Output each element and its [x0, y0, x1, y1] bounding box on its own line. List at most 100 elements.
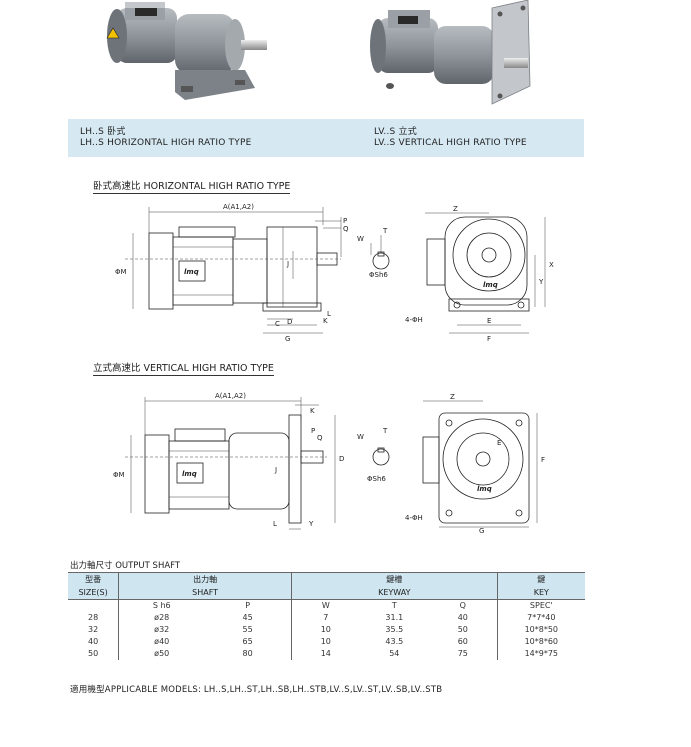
table-row: 40 ø40 65 10 43.5 60 10*8*60 [68, 636, 585, 648]
cell-t: 35.5 [385, 625, 404, 634]
dim-label-c: C [275, 320, 280, 328]
cell-p: 80 [242, 649, 253, 658]
header-key-cn: 鍵 [496, 572, 585, 586]
cell-t: 43.5 [385, 637, 404, 646]
dim-label-4-phi-h: 4-ΦH [405, 316, 423, 324]
dim-label-phi-m-v: ΦM [113, 471, 125, 479]
dim-label-j-v: J [274, 466, 277, 474]
caption-vertical-line1: LV..S 立式 [374, 127, 417, 137]
dim-label-p: P [343, 217, 347, 225]
dim-label-x: X [549, 261, 554, 269]
dim-label-e: E [487, 317, 491, 325]
dim-label-y: Y [538, 278, 544, 286]
dim-label-phi-sh6: ΦSh6 [369, 271, 388, 279]
header-key-en: KEY [496, 586, 585, 600]
vertical-front-view: Z lmq E F 4-ΦH G [405, 393, 545, 535]
header-shaft-cn: 出力軸 [118, 572, 292, 586]
logo-lmq-side: lmq [184, 268, 199, 276]
dim-label-a: A(A1,A2) [223, 203, 254, 211]
vertical-motor-photo [370, 0, 531, 105]
cell-p: 65 [242, 637, 253, 646]
cell-sh6: ø28 [118, 612, 205, 624]
cell-size: 28 [87, 613, 99, 622]
cell-q: 75 [457, 649, 468, 658]
vertical-side-view: A(A1,A2) K P Q lmq J D ΦM L Y [113, 392, 344, 530]
cell-spec: 10*8*60 [496, 636, 585, 648]
caption-horizontal-line2: LH..S HORIZONTAL HIGH RATIO TYPE [80, 138, 252, 148]
output-shaft-table: 型番 出力軸 鍵槽 鍵 SIZE(S) SHAFT KEYWAY KEY S h… [68, 572, 585, 660]
cell-spec: 7*7*40 [496, 612, 585, 624]
dim-label-q-v: Q [317, 434, 323, 442]
dim-label-f-v: F [541, 456, 545, 464]
vertical-shaft-section: W T ΦSh6 [357, 427, 390, 483]
cell-spec: 14*9*75 [496, 648, 585, 660]
cell-q: 60 [457, 637, 468, 646]
cell-p: 45 [242, 613, 253, 622]
cell-w: 14 [290, 648, 360, 660]
caption-vertical-line2: LV..S VERTICAL HIGH RATIO TYPE [374, 138, 527, 148]
cell-q: 50 [457, 625, 468, 634]
cell-q: 40 [457, 613, 468, 622]
dim-label-z: Z [453, 205, 458, 213]
col-w: W [290, 599, 360, 612]
dim-label-y-v: Y [308, 520, 314, 528]
horizontal-section-title: 卧式高速比 HORIZONTAL HIGH RATIO TYPE [93, 178, 291, 194]
col-sh6: S h6 [118, 599, 205, 612]
logo-lmq-front-v: lmq [477, 485, 492, 493]
col-spec: SPEC' [496, 599, 585, 612]
table-subheader-row: S h6 P W T Q SPEC' [68, 599, 585, 612]
caption-horizontal-line1: LH..S 卧式 [80, 127, 126, 137]
dim-label-j: J [286, 260, 289, 268]
cell-t: 31.1 [385, 613, 404, 622]
dim-label-t: T [382, 227, 388, 235]
cell-size: 40 [87, 637, 99, 646]
dim-label-e-v: E [497, 439, 501, 447]
cell-sh6: ø32 [118, 624, 205, 636]
header-keyway-cn: 鍵槽 [291, 572, 498, 586]
caption-band [68, 119, 584, 157]
cell-t: 54 [389, 649, 400, 658]
applicable-models: 適用機型APPLICABLE MODELS: LH..S,LH..ST,LH..… [70, 685, 443, 695]
table-row: 50 ø50 80 14 54 75 14*9*75 [68, 648, 585, 660]
header-shaft-en: SHAFT [118, 586, 292, 600]
dim-label-k: K [323, 317, 328, 325]
logo-lmq-side-v: lmq [182, 470, 197, 478]
dim-label-w: W [357, 235, 364, 243]
dim-label-q: Q [343, 225, 349, 233]
col-p: P [245, 601, 251, 610]
cell-w: 10 [290, 636, 360, 648]
table-row: 32 ø32 55 10 35.5 50 10*8*50 [68, 624, 585, 636]
dim-label-g: G [285, 335, 290, 343]
horizontal-motor-photo [106, 2, 267, 100]
cell-size: 50 [87, 649, 99, 658]
cell-sh6: ø40 [118, 636, 205, 648]
cell-w: 10 [290, 624, 360, 636]
dim-label-g-v: G [479, 527, 484, 535]
dim-label-t-v: T [382, 427, 388, 435]
output-shaft-title: 出力軸尺寸 OUTPUT SHAFT [70, 561, 181, 571]
dim-label-l-v: L [273, 520, 277, 528]
horizontal-drawing: A(A1,A2) P Q lmq J ΦM C D G [115, 203, 554, 343]
logo-lmq-front: lmq [483, 281, 498, 289]
dim-label-l: L [327, 310, 331, 318]
horizontal-shaft-section: W T ΦSh6 [357, 227, 390, 279]
cell-spec: 10*8*50 [496, 624, 585, 636]
dim-label-d: D [287, 318, 292, 326]
header-size-en: SIZE(S) [68, 586, 119, 600]
dim-label-p-v: P [311, 427, 315, 435]
cell-size: 32 [87, 625, 99, 634]
vertical-section-title: 立式高速比 VERTICAL HIGH RATIO TYPE [93, 360, 274, 376]
dim-label-z-v: Z [450, 393, 455, 401]
dim-label-a-v: A(A1,A2) [215, 392, 246, 400]
dim-label-d-v: D [339, 455, 344, 463]
col-t: T [391, 601, 397, 610]
dim-label-w-v: W [357, 433, 364, 441]
header-size-cn: 型番 [68, 572, 119, 586]
table-row: 28 ø28 45 7 31.1 40 7*7*40 [68, 612, 585, 624]
col-q: Q [459, 601, 466, 610]
header-keyway-en: KEYWAY [291, 586, 498, 600]
cell-sh6: ø50 [118, 648, 205, 660]
cell-p: 55 [242, 625, 253, 634]
horizontal-front-view: Z lmq X Y 4-ΦH E F [405, 205, 554, 343]
dim-label-4-phi-h-v: 4-ΦH [405, 514, 423, 522]
